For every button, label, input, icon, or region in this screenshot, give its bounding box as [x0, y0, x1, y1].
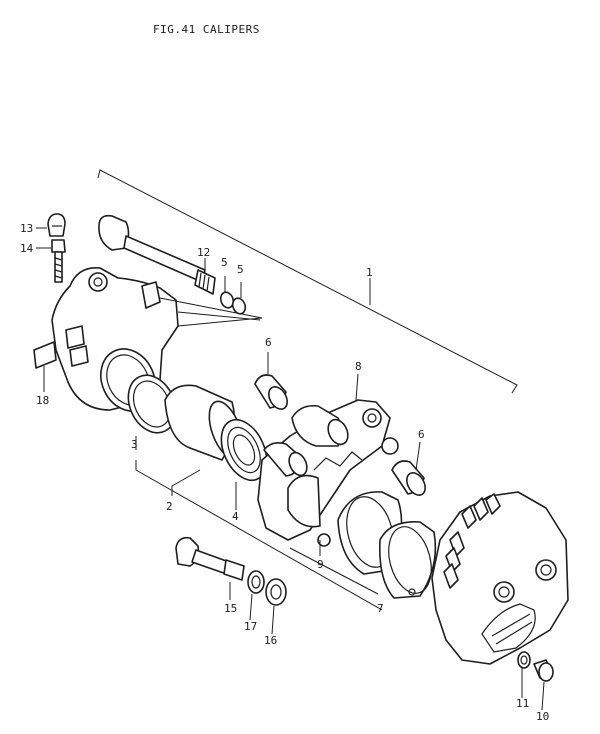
figure-title: FIG.41 CALIPERS: [153, 23, 260, 36]
callout-12: 12: [197, 246, 210, 259]
anti-rattle-spring: [313, 437, 399, 471]
callout-15: 15: [224, 602, 237, 615]
callout-6a: 6: [265, 336, 272, 349]
callout-labels: 1 2 3 4 5 5 6 6 7 8 9 10 11 12 13 14 15 …: [20, 222, 549, 723]
callout-6b: 6: [418, 428, 425, 441]
callout-1: 1: [366, 266, 373, 279]
lock-washer: [247, 570, 265, 594]
piston-seal: [127, 374, 177, 434]
sleeve-bushing-lower: [391, 460, 426, 496]
callout-7: 7: [377, 602, 384, 615]
assembly-bracket-1: [97, 169, 518, 394]
caliper-mounting-bolt: [98, 214, 216, 295]
plug-screw: [533, 659, 554, 682]
sleeve-bushing-upper: [254, 374, 288, 410]
callout-11: 11: [516, 697, 529, 710]
callout-13: 13: [20, 222, 33, 235]
callout-4: 4: [232, 510, 239, 523]
bleeder-cap: [47, 213, 66, 237]
callout-8: 8: [355, 360, 362, 373]
callout-14: 14: [20, 242, 34, 255]
caliper-body-outer: [431, 491, 569, 665]
leader-lines: [36, 227, 545, 711]
caliper-support-bracket: [257, 399, 391, 547]
washer-small: [517, 651, 531, 669]
dust-boot: [220, 418, 268, 482]
callout-5a: 5: [221, 256, 228, 269]
callout-3: 3: [131, 438, 138, 451]
callout-17: 17: [244, 620, 257, 633]
flat-washer: [265, 578, 287, 606]
callout-2: 2: [166, 500, 173, 513]
callout-9: 9: [317, 558, 324, 571]
callout-10: 10: [536, 710, 549, 723]
brake-pad-inner: [378, 521, 437, 599]
callout-5b: 5: [237, 263, 244, 276]
hex-bolt: [175, 536, 245, 581]
callout-18: 18: [36, 394, 49, 407]
bleeder-valve: [51, 239, 66, 283]
o-ring-pair: [219, 291, 247, 315]
callout-16: 16: [264, 634, 277, 647]
